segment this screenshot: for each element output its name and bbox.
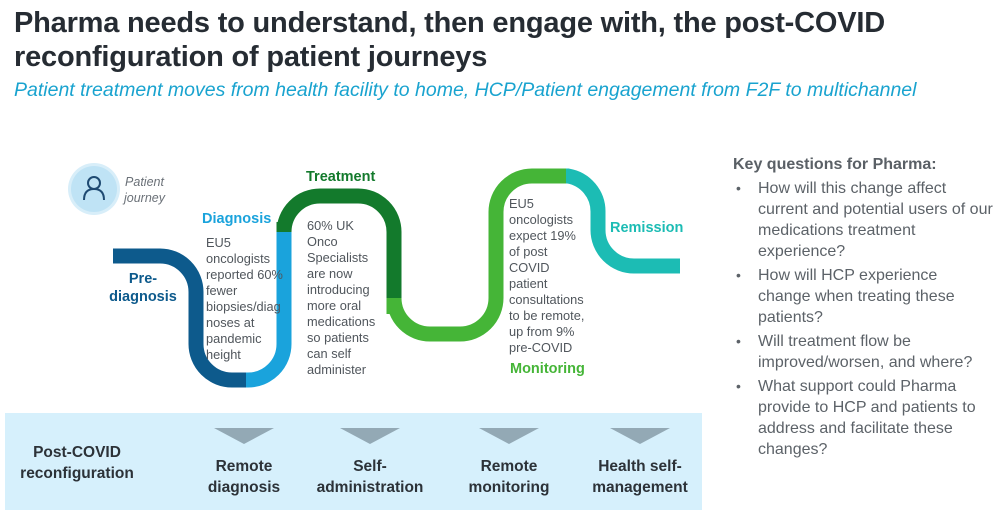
post-covid-label: Post-COVID reconfiguration xyxy=(20,444,134,482)
reconfig-self-administration: Self- administration xyxy=(305,428,435,498)
reconfig-health-self-management: Health self- management xyxy=(575,428,705,498)
diagnosis-note: EU5 oncologists reported 60% fewer biops… xyxy=(206,235,283,362)
key-question-item: •Will treatment flow be improved/worsen,… xyxy=(736,333,973,371)
patient-journey-label: Patient journey xyxy=(124,175,165,205)
bullet-icon: • xyxy=(736,333,741,349)
key-question-item: •How will this change affect current and… xyxy=(736,180,993,260)
bullet-icon: • xyxy=(736,180,741,196)
stage-diagnosis: Diagnosis xyxy=(202,211,272,227)
page-subtitle: Patient treatment moves from health faci… xyxy=(14,79,917,101)
bullet-icon: • xyxy=(736,267,741,283)
down-arrow-icon xyxy=(214,428,274,444)
key-questions-title: Key questions for Pharma: xyxy=(733,156,937,173)
patient-avatar xyxy=(71,166,117,212)
stage-treatment: Treatment xyxy=(306,169,376,185)
key-questions-panel: Key questions for Pharma: •How will this… xyxy=(733,156,993,463)
key-question-item: •What support could Pharma provide to HC… xyxy=(736,378,976,458)
reconfig-remote-monitoring: Remote monitoring xyxy=(444,428,574,498)
down-arrow-icon xyxy=(479,428,539,444)
stage-pre-diagnosis: Pre- diagnosis xyxy=(109,271,177,305)
key-question-item: •How will HCP experience change when tre… xyxy=(736,267,955,326)
treatment-note: 60% UK Onco Specialists are now introduc… xyxy=(307,218,376,377)
down-arrow-icon xyxy=(610,428,670,444)
bullet-icon: • xyxy=(736,378,741,394)
person-icon xyxy=(83,176,105,201)
stage-monitoring: Monitoring xyxy=(510,361,585,377)
stage-remission: Remission xyxy=(610,220,684,236)
reconfig-remote-diagnosis: Remote diagnosis xyxy=(179,428,309,498)
down-arrow-icon xyxy=(340,428,400,444)
page-title: Pharma needs to understand, then engage … xyxy=(14,7,885,73)
patient-journey-path xyxy=(113,168,680,388)
key-questions-list: •How will this change affect current and… xyxy=(733,178,993,460)
monitoring-note: EU5 oncologists expect 19% of post COVID… xyxy=(509,196,585,355)
